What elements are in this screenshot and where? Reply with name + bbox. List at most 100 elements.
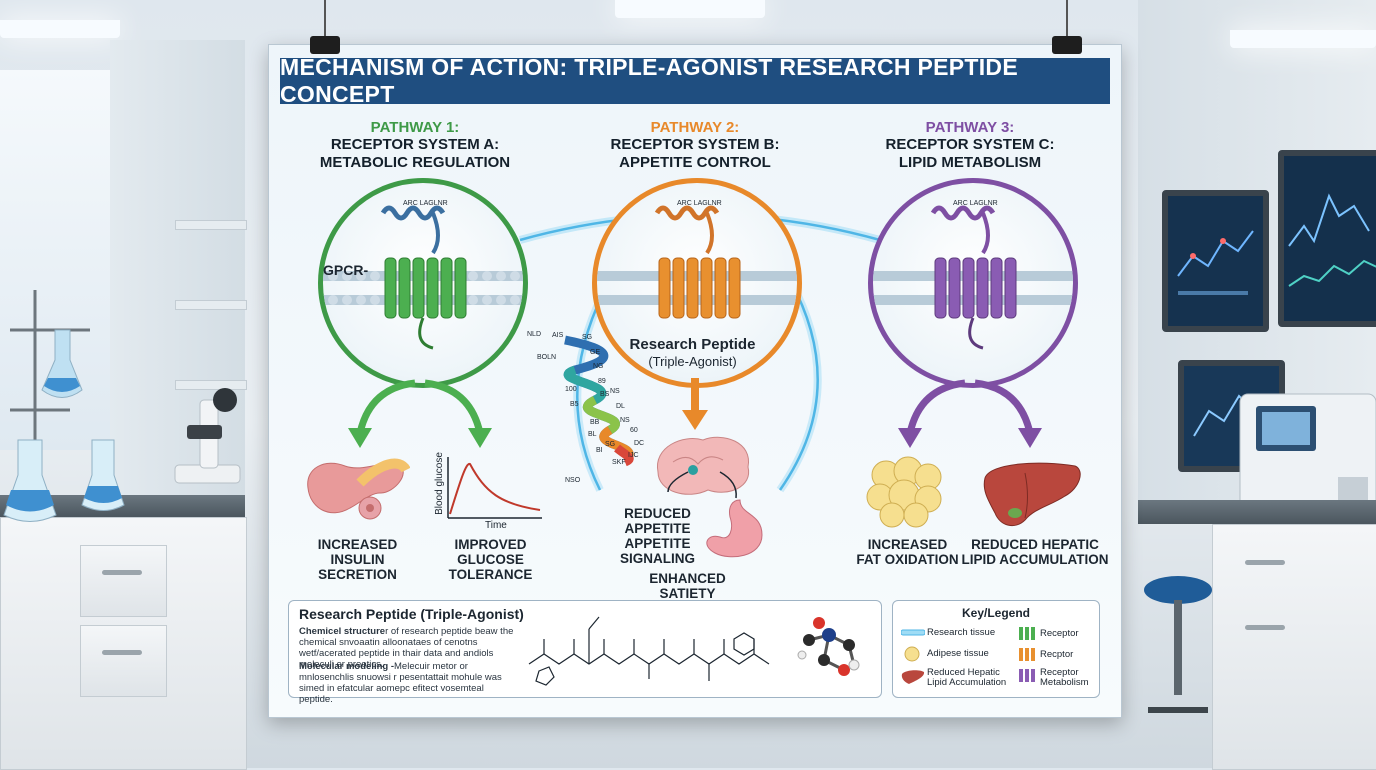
lab-shelf (175, 220, 247, 230)
helix-label: NSO (565, 477, 581, 484)
helix-label: BS (600, 391, 610, 398)
helix-label: BI (596, 447, 603, 454)
helix-label: SKF (612, 459, 626, 466)
outcome-insulin: INCREASED INSULIN SECRETION (317, 537, 398, 582)
outcome-hepatic-lipid: REDUCED HEPATIC LIPID ACCUMULATION (961, 537, 1109, 567)
stomach-icon (706, 499, 763, 558)
ceiling-light (0, 20, 120, 38)
research-tissue-swatch (901, 629, 925, 636)
lab-shelf (175, 380, 247, 390)
helix-label: 60 (630, 427, 638, 434)
peptide-helix-icon (563, 335, 634, 467)
drawer-handle (1245, 625, 1285, 630)
drawer-handle (102, 650, 142, 655)
ceiling-light (1230, 30, 1376, 48)
helix-label: BL (588, 431, 597, 438)
cabinet-drawer (80, 545, 167, 617)
receptor-circle-c: ARC LAGLNR (868, 178, 1078, 388)
pathway-2-line2: APPETITE CONTROL (619, 154, 771, 171)
helix-label: NG (593, 363, 604, 370)
pathway-2-line1: RECEPTOR SYSTEM B: (610, 136, 780, 153)
helix-label: BB (590, 419, 600, 426)
chemical-structure-icon (528, 616, 770, 686)
pathway-2-header: PATHWAY 2: RECEPTOR SYSTEM B: APPETITE C… (580, 119, 810, 172)
helix-label: DL (616, 403, 625, 410)
legend-item-research-tissue: Research tissue (927, 627, 996, 638)
poster-title: MECHANISM OF ACTION: TRIPLE-AGONIST RESE… (280, 54, 1018, 107)
poster-title-bar: MECHANISM OF ACTION: TRIPLE-AGONIST RESE… (280, 54, 1110, 107)
pathway-1-number: PATHWAY 1: (370, 119, 460, 136)
molecule-model-icon (797, 617, 860, 676)
helix-label: 89 (598, 378, 606, 385)
center-peptide-sub: (Triple-Agonist) (648, 354, 737, 369)
glucose-xlabel: Time (485, 520, 507, 531)
glucose-ylabel: Blood glucose (433, 452, 445, 515)
hanging-wire (324, 0, 326, 38)
outcome-fat-oxidation: INCREASED FAT OXIDATION (856, 537, 959, 567)
helix-label: NS (620, 417, 630, 424)
legend-item-adipose: Adipese tissue (927, 648, 989, 659)
helix-label: 100 (565, 386, 577, 393)
drawer-handle (102, 570, 142, 575)
info-box-paragraph-1: Chemicel structurer of research peptide … (299, 626, 514, 670)
pathway-1-line1: RECEPTOR SYSTEM A: (330, 136, 500, 153)
cabinet-drawer (80, 625, 167, 697)
lab-monitor (1278, 150, 1376, 327)
legend-item-receptor-metabolism: Receptor Metabolism (1040, 667, 1089, 688)
helix-label: DC (634, 440, 645, 447)
pathway-2-arrow (682, 378, 708, 430)
helix-text: ARC LAGLNR (403, 200, 448, 207)
legend-item-recptor: Recptor (1040, 649, 1074, 660)
outcome-satiety: ENHANCED SATIETY (649, 571, 726, 601)
legend-item-receptor: Receptor (1040, 628, 1079, 639)
receptor-green-swatch (1019, 627, 1035, 640)
lab-shelf (175, 300, 247, 310)
pathway-3-line2: LIPID METABOLISM (898, 154, 1042, 171)
helix-label: BOLN (537, 354, 557, 361)
receptor-orange-swatch (1019, 648, 1035, 661)
adipose-swatch (904, 646, 920, 662)
helix-label: B5 (570, 401, 579, 408)
gpcr-label: GPCR- (323, 262, 369, 278)
microscope-icon (174, 388, 241, 484)
helix-label: SG (582, 334, 593, 341)
helix-label: NLD (527, 331, 542, 338)
pathway-3-header: PATHWAY 3: RECEPTOR SYSTEM C: LIPID META… (855, 119, 1085, 172)
lab-counter (1138, 500, 1376, 524)
pathway-1-header: PATHWAY 1: RECEPTOR SYSTEM A: METABOLIC … (300, 119, 530, 172)
helix-text: ARC LAGLNR (953, 200, 998, 207)
brain-icon (657, 436, 750, 499)
helix-text: ARC LAGLNR (677, 200, 722, 207)
adipose-icon (866, 456, 942, 528)
helix-label: IJC (628, 452, 639, 459)
helix-label: NS (610, 388, 620, 395)
legend-title: Key/Legend (961, 606, 1030, 620)
receptor-b-icon: ARC LAGLNR (597, 200, 797, 319)
legend-item-liver: Reduced Hepatic Lipid Accumulation (927, 667, 1007, 688)
pathway-3-arrows (898, 379, 1042, 448)
info-box-paragraph-2: Molecular modeling -Melecuir metor or mn… (299, 661, 502, 705)
drawer-handle (1245, 560, 1285, 565)
helix-label: SG (605, 441, 616, 448)
wall-left (110, 40, 245, 500)
hanging-wire (1066, 0, 1068, 38)
info-box-title: Research Peptide (Triple-Agonist) (299, 606, 524, 622)
receptor-circle-a: ARC LAGLNR (318, 178, 528, 388)
receptor-c-icon: ARC LAGLNR (873, 200, 1073, 350)
pathway-1-line2: METABOLIC REGULATION (319, 154, 511, 171)
outcome-glucose: IMPROVED GLUCOSE TOLERANCE (448, 537, 533, 582)
lab-analyzer (1239, 393, 1376, 525)
lab-monitor (1162, 190, 1269, 332)
helix-label: AIS (552, 332, 564, 339)
pathway-3-number: PATHWAY 3: (925, 119, 1015, 136)
ceiling-light (615, 0, 765, 18)
receptor-purple-swatch (1019, 669, 1035, 682)
pathway-2-number: PATHWAY 2: (650, 119, 740, 136)
binder-clip-icon (1052, 36, 1082, 54)
pathway-1-arrows (348, 379, 492, 448)
liver-icon (983, 462, 1081, 527)
research-peptide-info-box: Research Peptide (Triple-Agonist) Chemic… (288, 600, 882, 705)
liver-swatch (901, 670, 925, 684)
helix-label: GE (590, 349, 601, 356)
gpcr-receptor-icon: ARC LAGLNR (323, 200, 523, 350)
